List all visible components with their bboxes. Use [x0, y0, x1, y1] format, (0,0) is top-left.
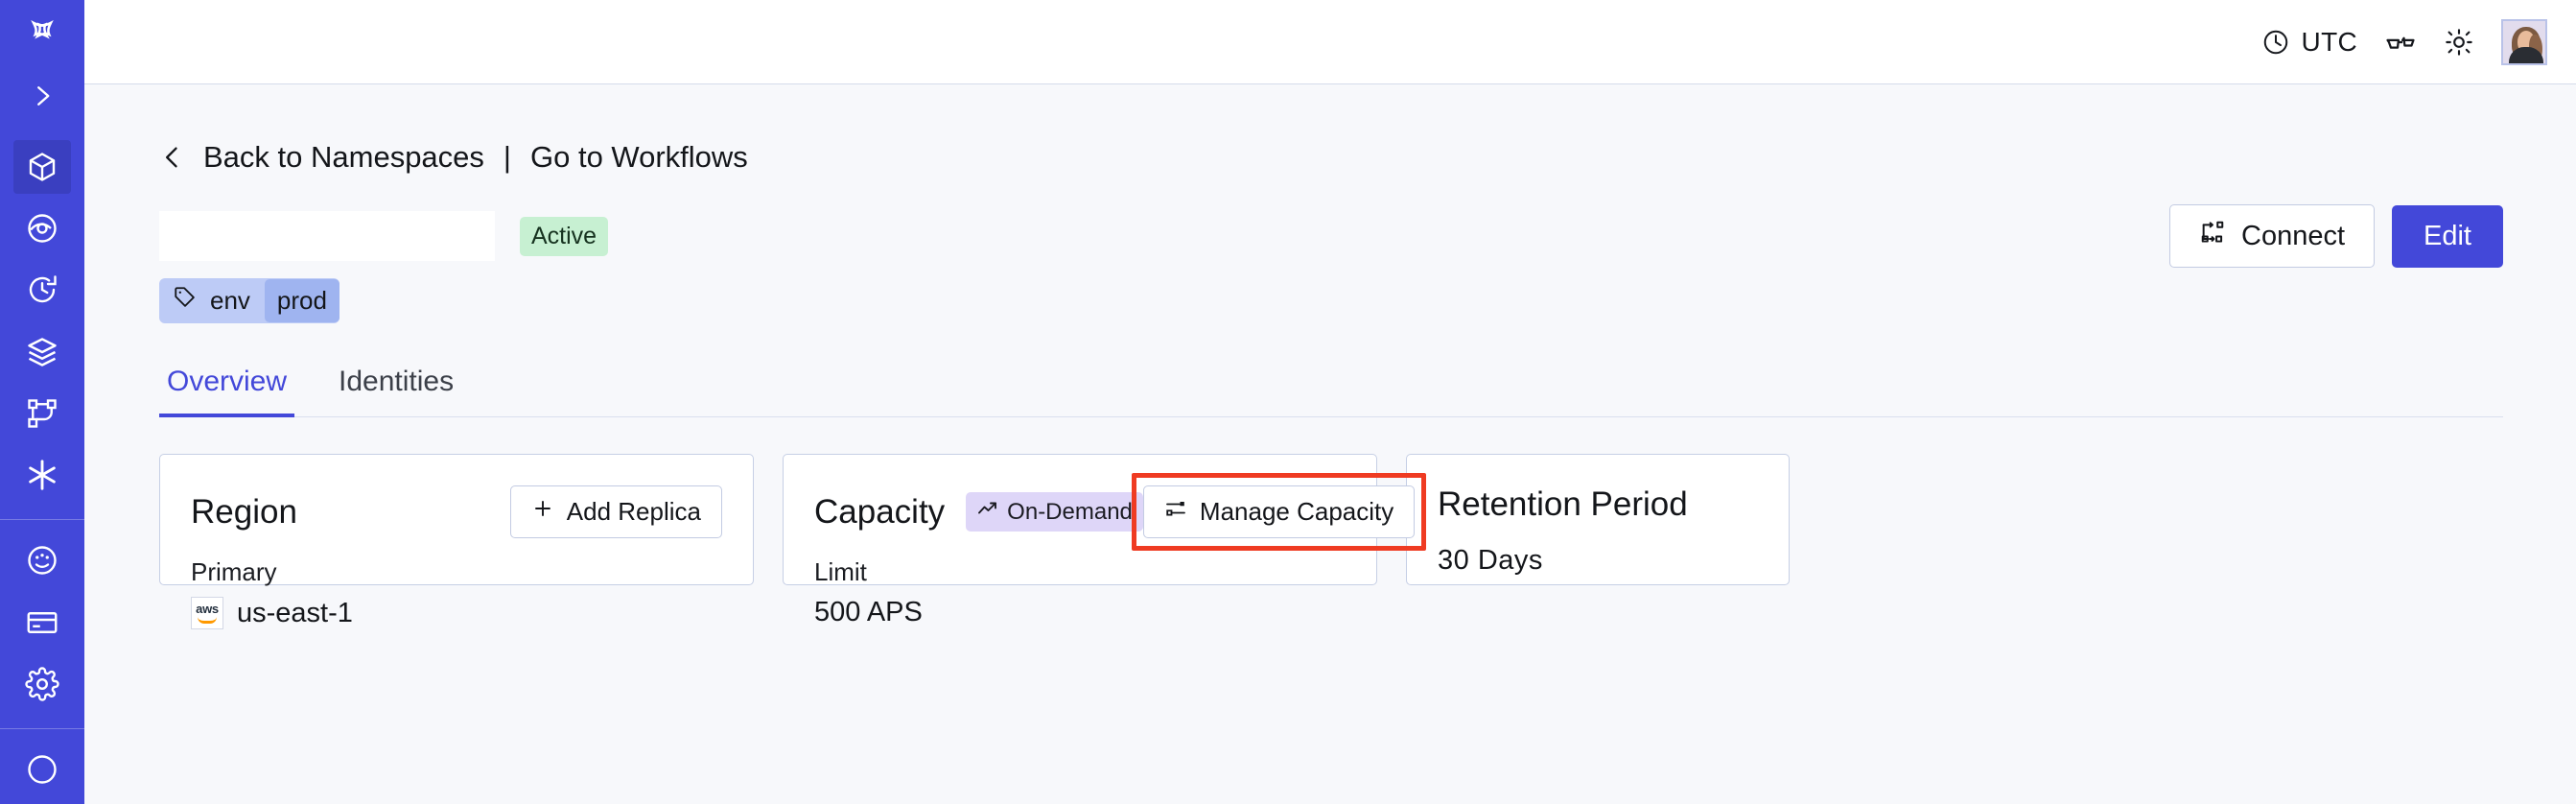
capacity-card-title: Capacity [814, 492, 946, 531]
on-demand-badge: On-Demand [966, 492, 1143, 532]
page-content: Back to Namespaces | Go to Workflows Act… [84, 84, 2576, 804]
retention-card: Retention Period 30 Days [1406, 454, 1790, 585]
namespace-tags: env prod [159, 278, 2503, 323]
aws-wordmark: aws [196, 602, 219, 616]
back-to-namespaces-link[interactable]: Back to Namespaces [203, 140, 484, 174]
retention-card-title: Retention Period [1438, 485, 1688, 523]
main-pane: UTC [84, 0, 2576, 804]
region-card-title: Region [191, 492, 297, 531]
timezone-label: UTC [2301, 26, 2357, 57]
sidebar-divider-bottom [0, 727, 84, 729]
header-actions: Connect Edit [2169, 204, 2503, 268]
go-to-workflows-link[interactable]: Go to Workflows [529, 140, 748, 174]
manage-capacity-label: Manage Capacity [1199, 497, 1394, 526]
tag-icon [173, 285, 198, 317]
region-value: us-east-1 [237, 597, 353, 628]
trending-up-icon [976, 497, 999, 527]
region-value-row: aws us-east-1 [191, 597, 722, 629]
sidebar-item-usage[interactable] [13, 533, 71, 587]
aws-smile [198, 617, 217, 624]
aws-logo-icon: aws [191, 597, 223, 629]
capacity-card-header: Capacity On-Demand [814, 473, 1427, 551]
glasses-icon[interactable] [2384, 26, 2417, 59]
sidebar-item-deployments[interactable] [13, 325, 71, 379]
sidebar-item-namespaces[interactable] [13, 139, 71, 195]
capacity-limit-label: Limit [814, 557, 867, 586]
tag-chip-env[interactable]: env prod [159, 278, 340, 323]
breadcrumb-separator: | [503, 140, 511, 174]
connect-icon [2199, 219, 2226, 253]
region-card-header: Region Add Replica [191, 485, 722, 538]
region-card-action: Add Replica [509, 485, 722, 538]
clock-icon [2261, 28, 2290, 57]
chevron-left-icon[interactable] [159, 144, 186, 171]
main-sidebar [0, 0, 84, 804]
sidebar-item-workflows[interactable] [13, 387, 71, 440]
status-badge: Active [520, 216, 609, 256]
sidebar-divider [0, 519, 84, 521]
logo-icon[interactable] [13, 8, 71, 61]
manage-capacity-button[interactable]: Manage Capacity [1142, 485, 1416, 538]
overview-cards: Region Add Replica [159, 454, 2503, 629]
top-bar: UTC [84, 0, 2576, 84]
sidebar-item-help[interactable] [13, 743, 71, 796]
on-demand-label: On-Demand [1007, 498, 1133, 525]
plus-icon [531, 497, 554, 527]
sidebar-item-settings[interactable] [13, 657, 71, 711]
sidebar-item-visibility[interactable] [13, 201, 71, 255]
capacity-value: 500 APS [814, 597, 923, 627]
page-title [159, 211, 495, 261]
tab-identities[interactable]: Identities [339, 366, 455, 397]
namespace-header: Active Co [159, 204, 2503, 268]
capacity-card: Capacity On-Demand [783, 454, 1427, 627]
tag-key: env [210, 286, 250, 315]
edit-button-label: Edit [2424, 220, 2471, 251]
region-card: Region Add Replica [159, 454, 754, 629]
retention-card-header: Retention Period [1438, 485, 1758, 524]
chevron-right-icon[interactable] [13, 69, 71, 123]
retention-value: 30 Days [1438, 545, 1543, 576]
edit-button[interactable]: Edit [2392, 204, 2503, 268]
sidebar-item-schedules[interactable] [13, 263, 71, 317]
tab-bar: Overview Identities [159, 366, 2503, 417]
timezone-selector[interactable]: UTC [2261, 27, 2357, 58]
connect-button[interactable]: Connect [2169, 204, 2376, 268]
add-replica-label: Add Replica [566, 497, 701, 526]
sliders-icon [1164, 497, 1187, 527]
capacity-card-action: Manage Capacity [1131, 473, 1427, 551]
region-primary-label: Primary [191, 557, 277, 586]
tag-value: prod [264, 279, 340, 322]
connect-button-label: Connect [2241, 220, 2346, 251]
sidebar-item-nexus[interactable] [13, 448, 71, 502]
breadcrumb: Back to Namespaces | Go to Workflows [159, 140, 2503, 175]
tab-overview[interactable]: Overview [159, 366, 295, 417]
sidebar-item-billing[interactable] [13, 595, 71, 649]
user-avatar[interactable] [2501, 18, 2547, 65]
add-replica-button[interactable]: Add Replica [509, 485, 722, 538]
sun-icon[interactable] [2444, 27, 2474, 58]
